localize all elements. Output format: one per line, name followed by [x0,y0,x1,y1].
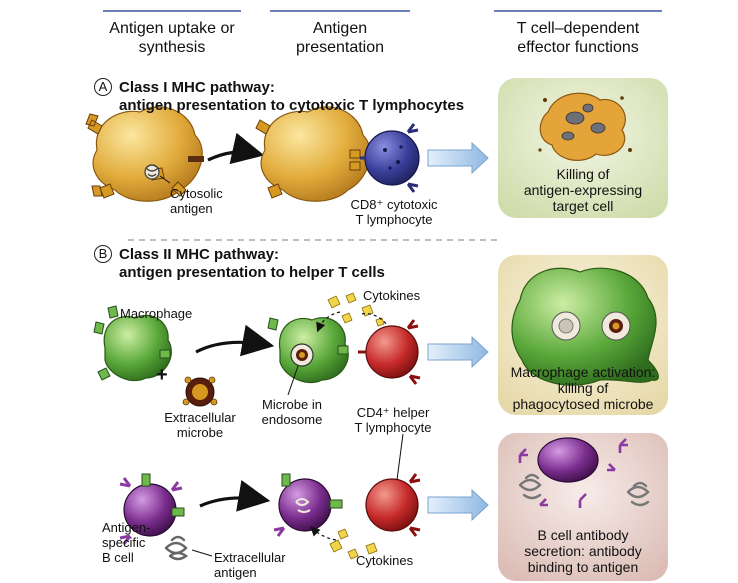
section-b-title-1: Class II MHC pathway: [119,246,280,263]
section-b-badge: B [94,245,112,263]
cytosolic-antigen [144,164,160,180]
ext-antigen-line2: antigen [214,565,257,580]
bcell-label-line3: B cell [102,550,134,565]
section-a-title-2: antigen presentation to cytotoxic T lymp… [119,97,465,114]
b-effect-line1: B cell antibody [537,527,629,543]
section-b-title-2: antigen presentation to helper T cells [119,264,385,281]
bcell-label: Antigen- specific B cell [102,520,150,565]
cytosolic-label: Cytosolic antigen [170,186,223,216]
antigen-leader [191,549,213,557]
cytokine-arrow-top-2 [361,313,389,327]
cytokines-top-label: Cytokines [363,288,421,303]
effect-a-line1: Killing of [556,166,610,182]
bcell-label-line2: specific [102,535,146,550]
bcell-mhc-b2 [281,473,343,509]
helper-receptors-b2 [358,319,421,385]
ext-microbe-line2: microbe [176,425,224,440]
effect-a-line2: antigen-expressing [523,182,643,198]
section-a-badge: A [94,78,112,96]
header-col2-text: Antigen presentation [295,20,385,56]
effect-text-bcell: B cell antibody secretion: antibody bind… [498,527,668,575]
header-col1-text: Antigen uptake or synthesis [109,20,235,56]
b-effect-line2: secretion: antibody [524,543,642,559]
effect-text-macrophage: Macrophage activation: killing of phagoc… [498,364,668,412]
mac-effect-line2: killing of [557,380,609,396]
ctl-cell [364,130,420,186]
arrow-b2 [199,480,271,512]
ctl-label: CD8⁺ cytotoxic T lymphocyte [334,197,454,227]
mac-effect-line3: phagocytosed microbe [512,396,654,412]
plus-sign: + [156,364,168,386]
bcell-receptors-b1 [119,477,183,545]
b-effect-line3: binding to antigen [527,559,639,575]
ext-microbe-line1: Extracellular [164,410,236,425]
ctl-label-line2: T lymphocyte [355,212,433,227]
effect-arrow-b2 [427,488,489,522]
mhc-receptors-a2 [255,119,361,199]
header-col1: Antigen uptake or synthesis [103,10,241,57]
helper-label-line1: CD4⁺ helper [356,405,430,420]
helper-label-line2: T lymphocyte [354,420,432,435]
dying-target-cell [539,92,626,161]
header-col3-text: T cell–dependent effector functions [516,20,640,56]
macrophage-cell-b1 [103,314,172,382]
antigen-clumps [518,473,650,507]
plasma-cell [537,437,599,483]
antibodies [518,438,628,508]
arrow-b1 [195,324,275,357]
arrow-a [207,132,265,165]
header-col2: Antigen presentation [270,10,410,57]
ctl-granules [383,145,403,170]
effect-arrow-b1 [427,335,489,369]
header-col3: T cell–dependent effector functions [494,10,662,57]
microbe-endosome-line1: Microbe in [262,397,322,412]
apoptotic-fragments [561,103,606,141]
macrophage-receptors-b2 [267,317,349,355]
endosome-leader [287,365,299,396]
helper-connector [396,433,404,481]
bcell-receptors-b2 [273,526,286,537]
helper-t-cell-b2 [365,325,419,379]
fragment-debris [538,96,632,152]
effect-a-line3: target cell [552,198,614,214]
cytokine-arrow-top [316,311,341,333]
effect-text-a: Killing of antigen-expressing target cel… [498,166,668,214]
extracellular-antigen-label: Extracellular antigen [214,550,286,580]
extracellular-antigen [164,535,189,561]
helper-t-cell-b3 [365,478,419,532]
bcell-mhc-b1 [141,473,185,517]
effect-arrow-a [427,141,489,175]
cytosolic-leader [159,175,171,184]
macrophage-cell-b2 [278,317,349,384]
mac-effect-line1: Macrophage activation: [510,364,656,380]
ext-antigen-line1: Extracellular [214,550,286,565]
ctl-receptors [360,123,419,193]
activated-macrophage [511,267,659,386]
helper-label: CD4⁺ helper T lymphocyte [343,405,443,435]
cytokine-arrow-bottom [310,526,337,541]
cytosolic-label-line1: Cytosolic [170,186,223,201]
section-a-title-1: Class I MHC pathway: [119,79,275,96]
macrophage-label: Macrophage [120,306,193,321]
cytokine-particles-bottom [329,528,378,560]
bcell-label-line1: Antigen- [102,520,151,535]
tcr-a1-stub [188,156,204,162]
cytokines-bottom-label: Cytokines [356,553,414,568]
microbe-endosome-label: Microbe in endosome [252,397,332,427]
macrophage-receptors-b1 [93,305,171,381]
extracellular-microbe-label: Extracellular microbe [150,410,250,440]
microbe-endosome-line2: endosome [261,412,323,427]
ctl-label-line1: CD8⁺ cytotoxic [350,197,438,212]
cytosolic-label-line2: antigen [170,201,213,216]
